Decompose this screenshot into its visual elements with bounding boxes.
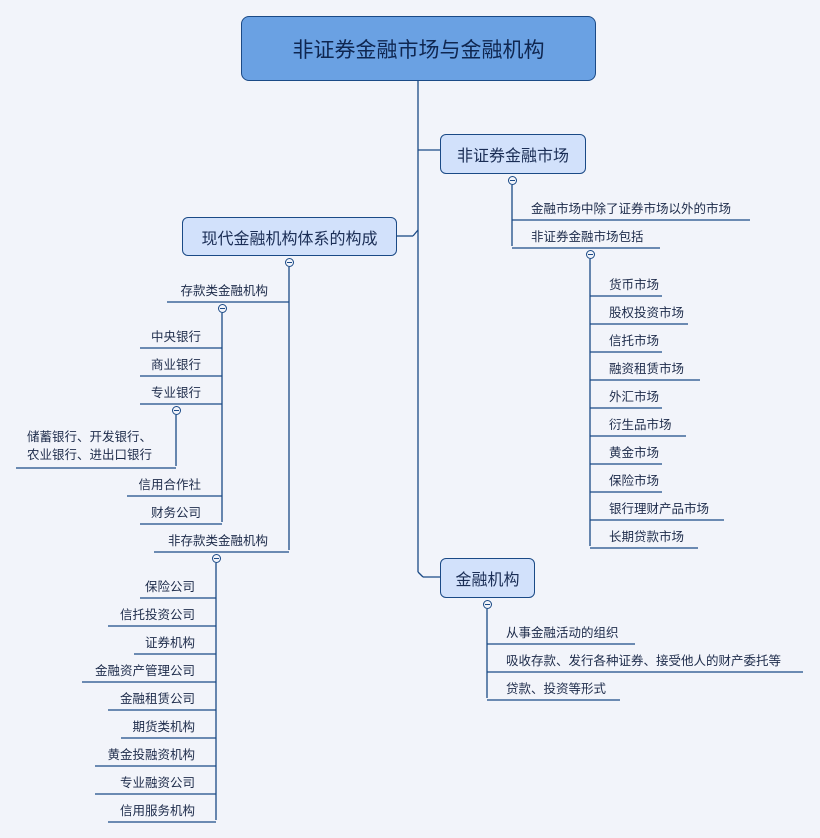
non-deposit-item[interactable]: 金融资产管理公司 — [94, 663, 195, 678]
node-non-securities-market[interactable]: 非证券金融市场 — [440, 134, 586, 174]
node-label: 现代金融机构体系的构成 — [201, 228, 378, 248]
collapse-toggle-icon[interactable] — [211, 553, 221, 563]
market-type-item[interactable]: 信托市场 — [609, 333, 660, 348]
non-deposit-item[interactable]: 保险公司 — [144, 579, 195, 594]
collapse-toggle-icon[interactable] — [217, 303, 227, 313]
market-type-item[interactable]: 银行理财产品市场 — [609, 501, 710, 516]
deposit-item[interactable]: 专业银行 — [150, 385, 201, 400]
market-type-item[interactable]: 股权投资市场 — [609, 305, 685, 320]
node-label: 金融机构 — [455, 570, 520, 589]
market-type-item[interactable]: 黄金市场 — [609, 445, 660, 460]
collapse-toggle-icon[interactable] — [171, 405, 181, 415]
market-type-item[interactable]: 保险市场 — [609, 473, 660, 488]
deposit-item[interactable]: 中央银行 — [150, 329, 201, 344]
market-type-item[interactable]: 衍生品市场 — [609, 417, 672, 432]
collapse-toggle-icon[interactable] — [585, 249, 595, 259]
node-financial-system[interactable]: 现代金融机构体系的构成 — [182, 217, 397, 256]
deposit-item[interactable]: 信用合作社 — [138, 477, 201, 492]
collapse-toggle-icon[interactable] — [284, 257, 294, 267]
deposit-item[interactable]: 商业银行 — [150, 357, 201, 372]
non-deposit-item[interactable]: 证券机构 — [144, 635, 195, 650]
market-type-item[interactable]: 融资租赁市场 — [609, 361, 685, 376]
special-banks-text[interactable]: 农业银行、进出口银行 — [27, 447, 153, 462]
market-type-item[interactable]: 外汇市场 — [609, 389, 660, 404]
connector — [412, 229, 419, 237]
collapse-toggle-icon[interactable] — [507, 175, 517, 185]
institution-item[interactable]: 从事金融活动的组织 — [506, 625, 619, 640]
non-deposit-item[interactable]: 期货类机构 — [132, 719, 195, 734]
collapse-toggle-icon[interactable] — [482, 599, 492, 609]
root-node[interactable]: 非证券金融市场与金融机构 — [241, 16, 596, 81]
non-deposit-item[interactable]: 信用服务机构 — [119, 803, 195, 818]
non-deposit-item[interactable]: 专业融资公司 — [119, 775, 195, 790]
non-deposit-item[interactable]: 黄金投融资机构 — [107, 747, 195, 762]
root-label: 非证券金融市场与金融机构 — [292, 37, 545, 62]
node-financial-institution[interactable]: 金融机构 — [440, 558, 535, 598]
non-deposit-institutions[interactable]: 非存款类金融机构 — [167, 533, 268, 548]
deposit-item[interactable]: 财务公司 — [150, 505, 201, 520]
deposit-institutions[interactable]: 存款类金融机构 — [180, 283, 268, 298]
institution-item[interactable]: 吸收存款、发行各种证券、接受他人的财产委托等 — [506, 653, 782, 668]
market-type-item[interactable]: 货币市场 — [609, 277, 660, 292]
special-banks-text[interactable]: 储蓄银行、开发银行、 — [27, 429, 153, 444]
market-type-item[interactable]: 长期贷款市场 — [609, 529, 685, 544]
non-deposit-item[interactable]: 信托投资公司 — [119, 607, 195, 622]
node-label: 非证券金融市场 — [456, 146, 569, 165]
institution-item[interactable]: 贷款、投资等形式 — [506, 681, 607, 696]
non-deposit-item[interactable]: 金融租赁公司 — [119, 691, 195, 706]
market-definition[interactable]: 金融市场中除了证券市场以外的市场 — [531, 201, 732, 216]
market-includes[interactable]: 非证券金融市场包括 — [531, 229, 644, 244]
connector — [417, 571, 424, 578]
